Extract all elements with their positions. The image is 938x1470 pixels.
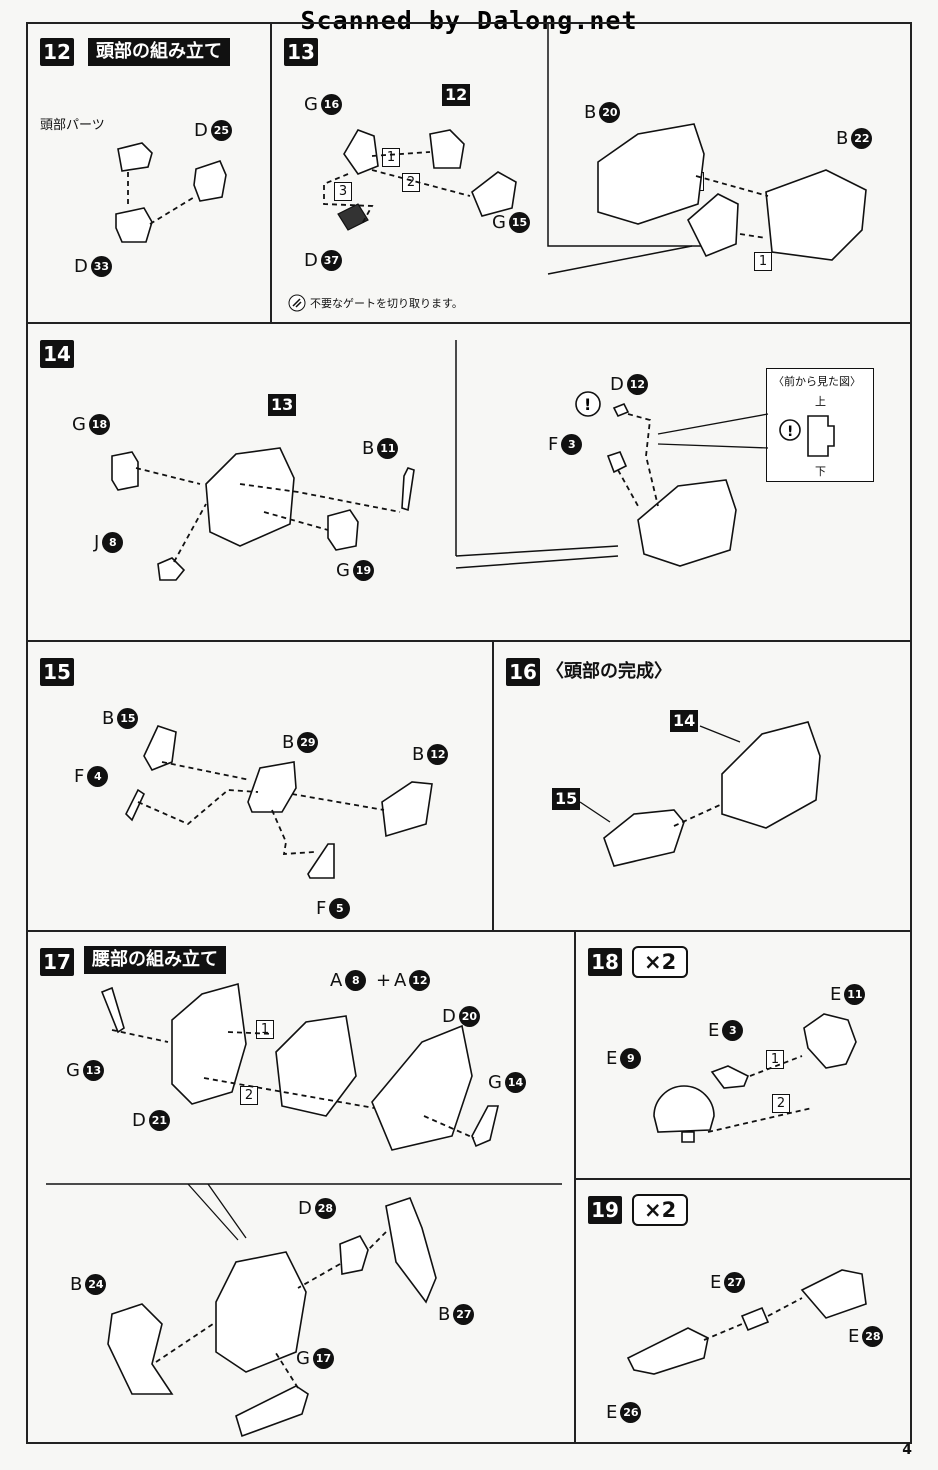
quantity-multiplier: ×2: [632, 946, 689, 978]
step-order-1: 1: [382, 148, 400, 167]
step-title: 頭部の組み立て: [88, 38, 230, 66]
caution-icon-inset: [779, 419, 801, 441]
label-down: 下: [815, 465, 826, 478]
panel-step-16: 16 〈頭部の完成〉 14 15: [492, 640, 912, 932]
step-14-diagram: ! !: [111, 340, 835, 581]
scan-watermark: Scanned by Dalong.net: [300, 6, 638, 35]
gate-cut-note: 不要なゲートを切り取ります。: [288, 294, 463, 312]
nipper-icon: [288, 294, 306, 312]
step-12-diagram: [115, 142, 227, 243]
step-title: 〈頭部の完成〉: [546, 661, 672, 682]
label-up: 上: [815, 395, 826, 408]
step-16-diagram: [579, 721, 821, 867]
step-15-diagram: [125, 725, 433, 879]
front-view-title: 〈前から見た図〉: [773, 375, 861, 388]
step-number: 15: [40, 658, 74, 686]
step-order-3: 3: [334, 182, 352, 201]
step-13-ref: 13: [268, 394, 297, 416]
svg-text:!: !: [787, 424, 793, 440]
step-18-diagram: [653, 1013, 857, 1143]
step-14-ref: 14: [670, 710, 699, 732]
step-order-1b: 1: [754, 252, 772, 271]
step-number: 17: [40, 948, 74, 976]
step-number: 16: [506, 658, 540, 686]
head-parts-label: 頭部パーツ: [40, 118, 105, 133]
step-order-2: 2: [402, 173, 420, 192]
step-15-ref: 15: [552, 788, 581, 810]
caution-icon: [575, 391, 601, 417]
step-order-2d: 2: [772, 1094, 790, 1113]
svg-text:!: !: [584, 395, 591, 414]
step-19-diagram: [626, 1269, 867, 1375]
step-number: 14: [40, 340, 74, 368]
plus-sign: +: [376, 970, 392, 991]
quantity-multiplier: ×2: [632, 1194, 689, 1226]
step-order-1c: 1: [256, 1020, 274, 1039]
step-12-ref: 12: [442, 84, 471, 106]
step-13-diagram: [323, 24, 867, 275]
page-number: 4: [902, 1442, 912, 1458]
step-number: 13: [284, 38, 318, 66]
step-number: 18: [588, 948, 622, 976]
step-number: 19: [588, 1196, 622, 1224]
step-title: 腰部の組み立て: [84, 946, 226, 974]
step-17-diagram: [46, 982, 562, 1438]
step-number: 12: [40, 38, 74, 66]
